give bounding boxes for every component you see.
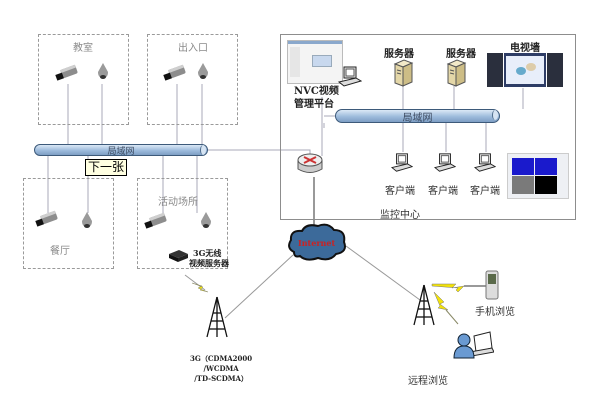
bus-cap bbox=[492, 110, 498, 120]
lan-bus-left: 局域网 bbox=[34, 144, 208, 157]
box-camera-icon bbox=[144, 212, 167, 229]
wireless-video-server-icon bbox=[169, 250, 188, 262]
dome-camera-icon bbox=[98, 63, 108, 79]
remote-view-label: 远程浏览 bbox=[408, 376, 448, 387]
next-image-tooltip[interactable]: 下一张 bbox=[85, 159, 128, 176]
nvc-label-line1: NVC视频 bbox=[294, 86, 339, 97]
monitor-center-label: 监控中心 bbox=[380, 210, 420, 221]
zone-label: 出入口 bbox=[178, 43, 208, 54]
wireless-server-label: 3G无线 视频服务器 bbox=[189, 248, 229, 268]
zone-label: 活动场所 bbox=[158, 197, 198, 208]
zone-label: 教室 bbox=[73, 43, 93, 54]
box-camera-icon bbox=[35, 210, 58, 227]
internet-label: Internet bbox=[298, 238, 336, 248]
lan-label: 局域网 bbox=[402, 113, 433, 124]
mobile-phone-icon bbox=[485, 270, 499, 300]
server-icon bbox=[446, 59, 467, 87]
monitor-center-box bbox=[280, 34, 576, 220]
cell-tower-icon bbox=[413, 284, 435, 326]
cell-tower-icon bbox=[206, 296, 228, 338]
dome-camera-icon bbox=[201, 212, 211, 228]
box-camera-icon bbox=[55, 64, 78, 81]
client-software-screenshot bbox=[507, 153, 569, 199]
remote-user-laptop-icon bbox=[453, 331, 494, 359]
server-label: 服务器 bbox=[446, 49, 476, 60]
dome-camera-icon bbox=[82, 212, 92, 228]
router-icon bbox=[297, 153, 323, 173]
zone-label: 餐厅 bbox=[50, 246, 70, 257]
nvc-label-line2: 管理平台 bbox=[294, 99, 334, 110]
nvc-software-screenshot bbox=[287, 40, 343, 84]
zone-canteen: 餐厅 bbox=[23, 178, 114, 269]
nvc-platform-label: NVC视频 管理平台 bbox=[294, 85, 339, 111]
lan-bus-right: 局域网 bbox=[335, 109, 500, 124]
3g-label-line2: /WCDMA bbox=[203, 364, 239, 373]
3g-network-label: 3G（CDMA2000 /WCDMA /TD-SCDMA） bbox=[190, 354, 252, 384]
client-computer-icon bbox=[391, 153, 413, 172]
zone-activity: 活动场所 bbox=[137, 178, 228, 269]
3g-label-line1: 3G（CDMA2000 bbox=[190, 354, 253, 363]
video-wall-label: 电视墙 bbox=[510, 43, 540, 54]
mobile-view-label: 手机浏览 bbox=[475, 307, 515, 318]
client-label: 客户端 bbox=[470, 186, 500, 197]
lightning-icon bbox=[431, 283, 486, 325]
dome-camera-icon bbox=[198, 63, 208, 79]
server-label: 服务器 bbox=[384, 49, 414, 60]
client-computer-icon bbox=[474, 153, 496, 172]
lightning-icon bbox=[191, 282, 209, 293]
wireless-server-label-line2: 视频服务器 bbox=[189, 258, 229, 268]
zone-classroom: 教室 bbox=[38, 34, 129, 125]
client-label: 客户端 bbox=[428, 186, 458, 197]
wireless-server-label-line1: 3G无线 bbox=[193, 248, 222, 258]
zone-entrance: 出入口 bbox=[147, 34, 238, 125]
desktop-computer-icon bbox=[338, 66, 362, 87]
server-icon bbox=[393, 59, 414, 87]
bus-cap bbox=[200, 145, 206, 155]
client-label: 客户端 bbox=[385, 186, 415, 197]
3g-label-line3: /TD-SCDMA） bbox=[194, 374, 248, 383]
client-computer-icon bbox=[434, 153, 456, 172]
box-camera-icon bbox=[163, 64, 186, 81]
internet-cloud-icon bbox=[288, 223, 346, 261]
video-wall-display bbox=[487, 53, 563, 87]
lan-label: 局域网 bbox=[107, 147, 135, 157]
